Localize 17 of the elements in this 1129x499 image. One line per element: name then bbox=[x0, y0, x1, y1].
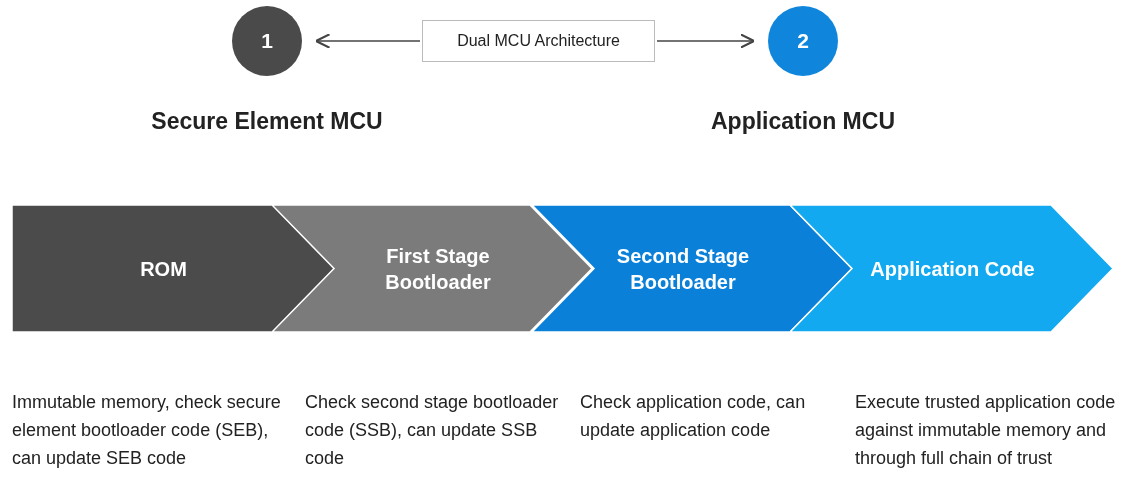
arrow bbox=[315, 33, 421, 49]
chevron-step bbox=[532, 205, 852, 332]
arrow bbox=[656, 33, 755, 49]
mcu-title: Secure Element MCU bbox=[150, 108, 384, 135]
step-description: Immutable memory, check secure element bootloader code (SEB), can update SEB code bbox=[12, 391, 282, 470]
step-label: Second Stage Bootloader bbox=[615, 243, 751, 295]
step-label: Application Code bbox=[870, 256, 1035, 282]
mcu-title: Application MCU bbox=[710, 108, 896, 135]
step-description: Check second stage bootloader code (SSB), can update SSB code bbox=[305, 391, 560, 470]
step-description: Execute trusted application code against immutable memory and through full chain of trust bbox=[855, 391, 1117, 470]
step-number-circle: 1 bbox=[232, 6, 302, 76]
chevron-step bbox=[272, 205, 592, 332]
step-description: Check application code, can update application code bbox=[580, 391, 807, 442]
step-label: First Stage Bootloader bbox=[384, 243, 492, 295]
step-number-circle: 2 bbox=[768, 6, 838, 76]
label-box: Dual MCU Architecture bbox=[422, 20, 655, 62]
chevron-step bbox=[790, 205, 1113, 332]
